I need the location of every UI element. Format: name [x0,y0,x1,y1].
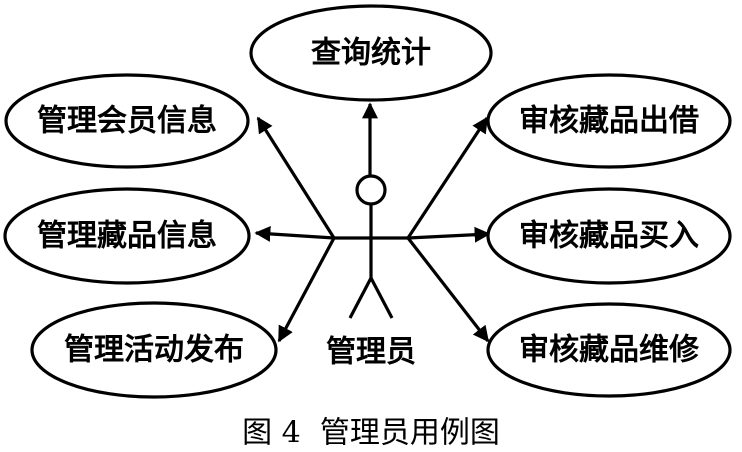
actor-left-leg [348,277,373,319]
use-case-label: 管理藏品信息 [37,219,217,254]
association-review-collection-repair [406,237,490,343]
figure-caption: 图 4 管理员用例图 [242,416,500,451]
use-case-query-statistics: 查询统计 [249,4,493,102]
association-lines [254,102,491,343]
use-case-ellipse [4,73,250,169]
use-case-label: 管理会员信息 [37,104,217,139]
use-case-manage-collection-info: 管理藏品信息 [3,187,251,285]
use-case-label: 管理活动发布 [64,333,244,368]
use-case-label: 查询统计 [311,36,431,71]
actor-right-leg [369,277,394,319]
use-case-review-collection-repair: 审核藏品维修 [486,302,732,398]
association-manage-member-info [256,116,336,239]
association-review-collection-lending [406,116,489,239]
use-case-review-collection-purchase: 审核藏品买入 [486,187,732,285]
actor-label: 管理员 [326,335,416,370]
association-manage-activity-publish [277,237,336,343]
use-case-review-collection-lending: 审核藏品出借 [486,73,732,169]
use-case-ellipse [249,4,493,102]
use-case-label: 审核藏品维修 [519,333,700,368]
use-case-ellipse [486,73,732,169]
actor-stick-figure [334,174,408,319]
use-case-ellipse [30,301,278,399]
use-case-ellipse [486,187,732,285]
use-case-manage-member-info: 管理会员信息 [4,73,250,169]
association-review-collection-purchase [407,226,491,243]
actor-head [355,174,387,206]
use-case-label: 审核藏品买入 [519,219,699,254]
use-case-ellipse [3,187,251,285]
use-case-manage-activity-publish: 管理活动发布 [30,301,278,399]
use-case-label: 审核藏品出借 [519,104,699,139]
use-case-ellipse [486,302,732,398]
association-manage-collection-info [254,225,335,242]
